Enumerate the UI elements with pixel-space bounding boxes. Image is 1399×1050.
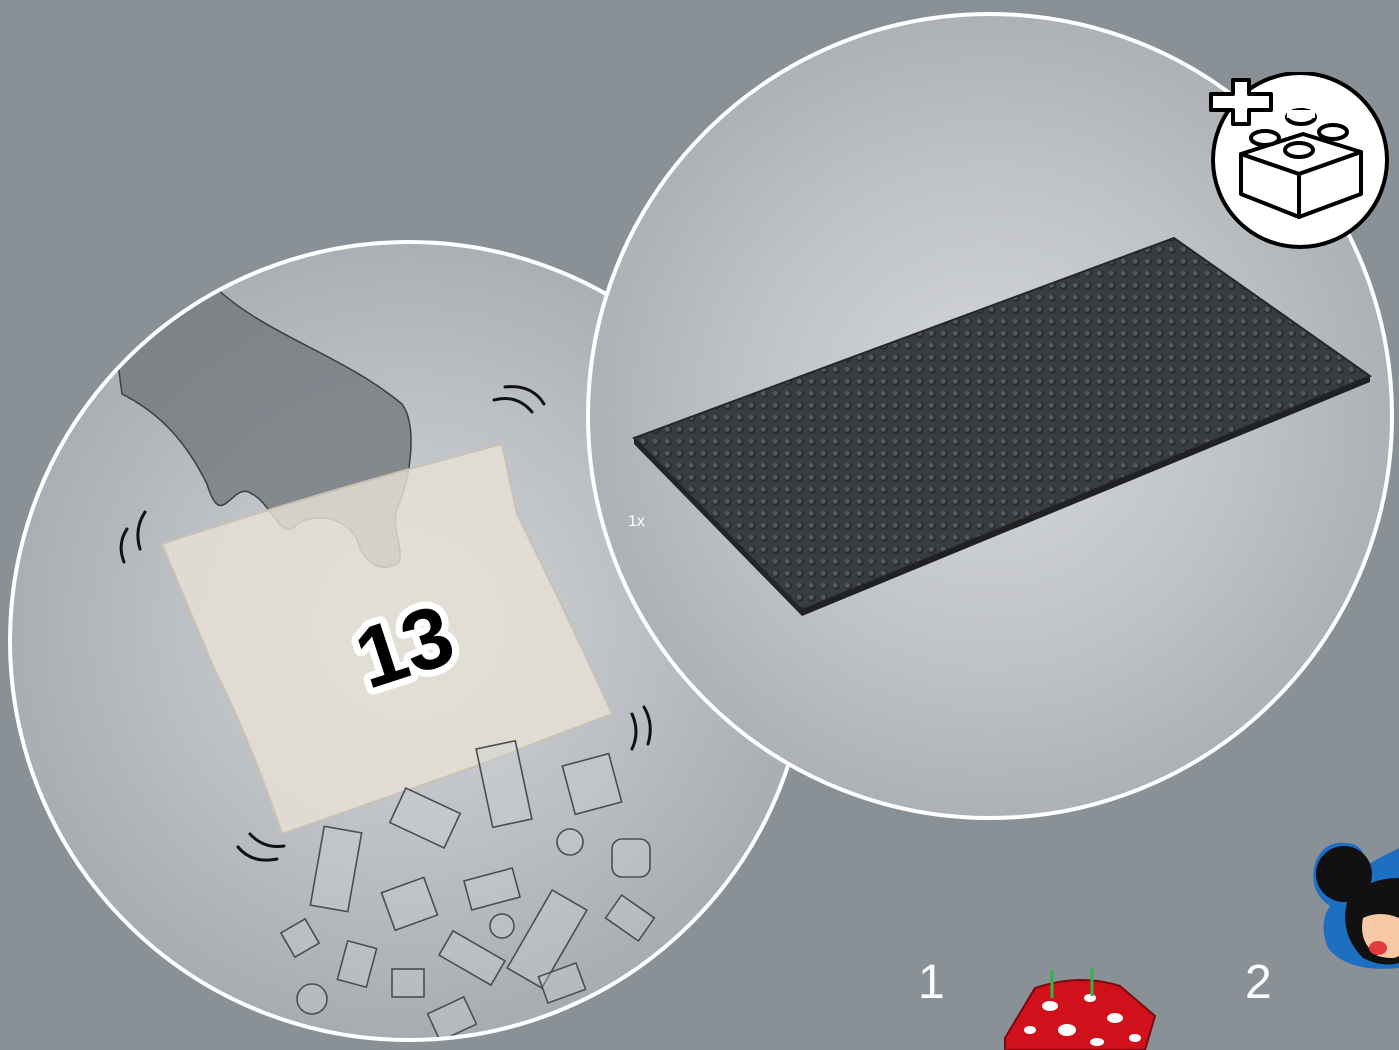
minnie-skirt-part: [995, 968, 1165, 1050]
bag-number-badge: 13 13: [330, 588, 480, 708]
bag-number: 13: [344, 588, 465, 707]
part-quantity: 1x: [628, 513, 645, 531]
extra-bricks-icon: [1203, 72, 1393, 254]
step-number-1: 1: [918, 955, 945, 1010]
mickey-mouse-icon: [1308, 838, 1399, 973]
step-number-2: 2: [1245, 955, 1272, 1010]
